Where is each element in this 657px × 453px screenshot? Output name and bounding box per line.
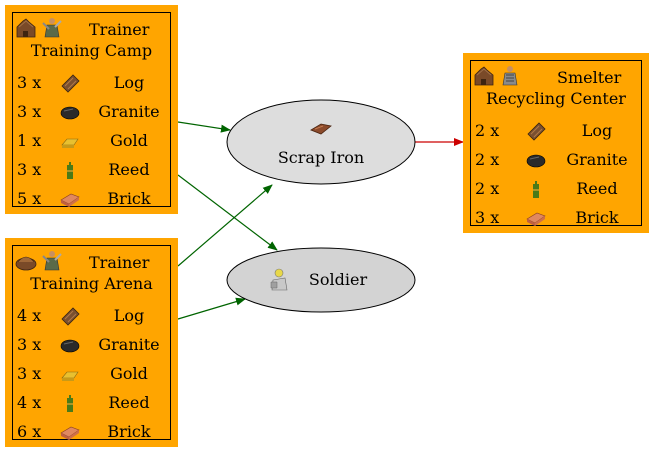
ware-qty: 3 x [17, 364, 42, 383]
list-item: 6 x Brick [13, 417, 170, 446]
ware-qty: 6 x [17, 422, 42, 441]
edge-arena-to-scrap-iron [177, 184, 273, 267]
soldier-node [226, 247, 416, 313]
list-item: 3 x Granite [13, 97, 170, 126]
list-item: 3 x Reed [13, 155, 170, 184]
ware-name: Gold [110, 364, 148, 383]
granite-icon [59, 101, 81, 127]
ware-qty: 3 x [17, 73, 42, 92]
recycling-worker-name: Smelter [557, 68, 622, 87]
building-icon [15, 250, 37, 276]
list-item: 2 x Log [471, 116, 641, 145]
gold-icon [59, 363, 81, 389]
soldier-icon [270, 268, 288, 291]
scrap-iron-node [226, 99, 416, 185]
ware-name: Brick [107, 422, 151, 441]
granite-icon [525, 149, 547, 175]
list-item: 2 x Reed [471, 174, 641, 203]
ware-name: Reed [108, 160, 150, 179]
list-item: 3 x Granite [13, 330, 170, 359]
recycling-center-box: Smelter Recycling Center 2 x Log 2 x Gra… [463, 53, 649, 233]
ware-name: Granite [566, 150, 628, 169]
ware-name: Brick [107, 189, 151, 208]
ware-name: Log [113, 306, 145, 325]
ware-name: Brick [575, 208, 619, 227]
training-camp-box: Trainer Training Camp 3 x Log 3 x Granit… [5, 5, 178, 214]
smelter-icon [499, 65, 521, 91]
list-item: 2 x Granite [471, 145, 641, 174]
ware-qty: 3 x [475, 208, 500, 227]
ware-qty: 2 x [475, 179, 500, 198]
reed-icon [525, 178, 547, 204]
ware-qty: 4 x [17, 306, 42, 325]
brick-icon [525, 207, 547, 233]
ware-qty: 3 x [17, 160, 42, 179]
building-icon [473, 65, 495, 91]
ware-name: Reed [108, 393, 150, 412]
list-item: 3 x Log [13, 68, 170, 97]
list-item: 3 x Gold [13, 359, 170, 388]
log-icon [525, 120, 547, 146]
list-item: 3 x Brick [471, 203, 641, 232]
reed-icon [59, 159, 81, 185]
list-item: 4 x Reed [13, 388, 170, 417]
gold-icon [59, 130, 81, 156]
list-item: 5 x Brick [13, 184, 170, 213]
ware-qty: 3 x [17, 335, 42, 354]
soldier-label: Soldier [308, 270, 368, 289]
recycling-building-name: Recycling Center [486, 89, 626, 108]
log-icon [59, 305, 81, 331]
edge-camp-to-soldier [177, 174, 278, 251]
camp-worker-name: Trainer [89, 20, 150, 39]
ware-qty: 2 x [475, 121, 500, 140]
ware-qty: 5 x [17, 189, 42, 208]
ware-name: Granite [98, 102, 160, 121]
ware-name: Log [581, 121, 613, 140]
brick-icon [59, 421, 81, 447]
list-item: 1 x Gold [13, 126, 170, 155]
ware-qty: 2 x [475, 150, 500, 169]
arena-building-name: Training Arena [30, 274, 153, 293]
ware-qty: 1 x [17, 131, 42, 150]
ware-name: Granite [98, 335, 160, 354]
edge-camp-to-scrap-iron [177, 121, 231, 133]
log-icon [59, 72, 81, 98]
ware-name: Reed [576, 179, 618, 198]
arena-worker-name: Trainer [89, 253, 150, 272]
trainer-icon [41, 250, 63, 276]
trainer-icon [41, 17, 63, 43]
ware-name: Gold [110, 131, 148, 150]
ware-qty: 3 x [17, 102, 42, 121]
scrap-iron-icon [310, 123, 332, 135]
reed-icon [59, 392, 81, 418]
brick-icon [59, 188, 81, 214]
camp-building-name: Training Camp [30, 41, 153, 60]
ware-qty: 4 x [17, 393, 42, 412]
list-item: 4 x Log [13, 301, 170, 330]
scrap-iron-label: Scrap Iron [277, 148, 365, 167]
ware-name: Log [113, 73, 145, 92]
training-arena-box: Trainer Training Arena 4 x Log 3 x Grani… [5, 238, 178, 447]
building-icon [15, 17, 37, 43]
granite-icon [59, 334, 81, 360]
edge-arena-to-soldier [177, 297, 246, 320]
